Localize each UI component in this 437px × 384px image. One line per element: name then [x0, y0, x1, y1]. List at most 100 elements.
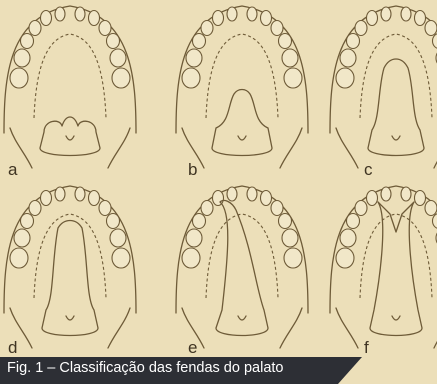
uvula [392, 316, 400, 320]
tooth [433, 214, 437, 229]
pharynx-wall-left [336, 128, 358, 168]
tooth [201, 21, 213, 36]
tooth [10, 248, 28, 268]
cleft-outline [216, 200, 268, 335]
tooth [381, 187, 391, 201]
tooth [182, 68, 200, 88]
pharynx-wall-right [108, 308, 130, 348]
tooth [271, 201, 283, 216]
cleft-outline [368, 59, 424, 156]
palatal-vault [34, 34, 106, 118]
panel-f [330, 186, 437, 348]
tooth [347, 34, 360, 49]
tooth [367, 11, 378, 26]
tooth [282, 229, 298, 247]
tooth [29, 201, 41, 216]
cleft-outline [40, 117, 100, 156]
panel-b [176, 6, 308, 168]
figure-caption: Fig. 1 – Classificação das fendas do pal… [7, 360, 283, 376]
cleft-outline [370, 202, 422, 336]
tooth [279, 214, 292, 229]
tooth [41, 191, 52, 206]
tooth [89, 191, 100, 206]
tooth [14, 229, 30, 247]
tooth [279, 34, 292, 49]
tooth [415, 191, 426, 206]
uvula [238, 316, 246, 320]
tooth [107, 214, 120, 229]
uvula [66, 316, 74, 320]
tooth [336, 248, 354, 268]
tooth [401, 187, 411, 201]
tooth [10, 68, 28, 88]
tooth [213, 11, 224, 26]
panel-e [176, 186, 308, 348]
tooth [340, 49, 356, 67]
tooth [282, 49, 298, 67]
palatal-vault [206, 34, 278, 118]
tooth [227, 187, 237, 201]
palatal-vault [360, 214, 432, 298]
tooth [425, 21, 437, 36]
tooth [55, 187, 65, 201]
panel-label-d: d [8, 338, 17, 358]
tooth [41, 11, 52, 26]
tooth [186, 49, 202, 67]
panel-label-b: b [188, 160, 197, 180]
tooth [110, 229, 126, 247]
panel-c [330, 6, 437, 168]
tooth [347, 214, 360, 229]
panel-label-c: c [364, 160, 373, 180]
tooth [247, 187, 257, 201]
panel-label-f: f [364, 338, 369, 358]
tooth [182, 248, 200, 268]
panel-label-a: a [8, 160, 17, 180]
tooth [355, 201, 367, 216]
tooth [355, 21, 367, 36]
tooth [186, 229, 202, 247]
tooth [29, 21, 41, 36]
cleft-outline [42, 221, 98, 336]
tooth [112, 68, 130, 88]
tooth [415, 11, 426, 26]
tooth [261, 191, 272, 206]
tooth [110, 49, 126, 67]
tooth [271, 21, 283, 36]
tooth [201, 201, 213, 216]
pharynx-wall-left [336, 308, 358, 348]
tooth [193, 34, 206, 49]
palatal-vault [360, 34, 432, 118]
tooth [21, 34, 34, 49]
tooth [284, 248, 302, 268]
pharynx-wall-right [280, 128, 302, 168]
uvula [392, 136, 400, 140]
cleft-outline [212, 90, 272, 156]
panel-d [4, 186, 136, 348]
tooth [247, 7, 257, 21]
tooth [336, 68, 354, 88]
panel-label-e: e [188, 338, 197, 358]
tooth [367, 191, 378, 206]
pharynx-wall-right [108, 128, 130, 168]
tooth [261, 11, 272, 26]
tooth [381, 7, 391, 21]
tooth [433, 34, 437, 49]
tooth [425, 201, 437, 216]
tooth [284, 68, 302, 88]
tooth [99, 201, 111, 216]
tooth [227, 7, 237, 21]
tooth [55, 7, 65, 21]
tooth [193, 214, 206, 229]
tooth [99, 21, 111, 36]
tooth [21, 214, 34, 229]
tooth [89, 11, 100, 26]
pharynx-wall-right [280, 308, 302, 348]
tooth [340, 229, 356, 247]
tooth [107, 34, 120, 49]
panel-a [4, 6, 136, 168]
tooth [401, 7, 411, 21]
tooth [75, 7, 85, 21]
uvula [238, 136, 246, 140]
